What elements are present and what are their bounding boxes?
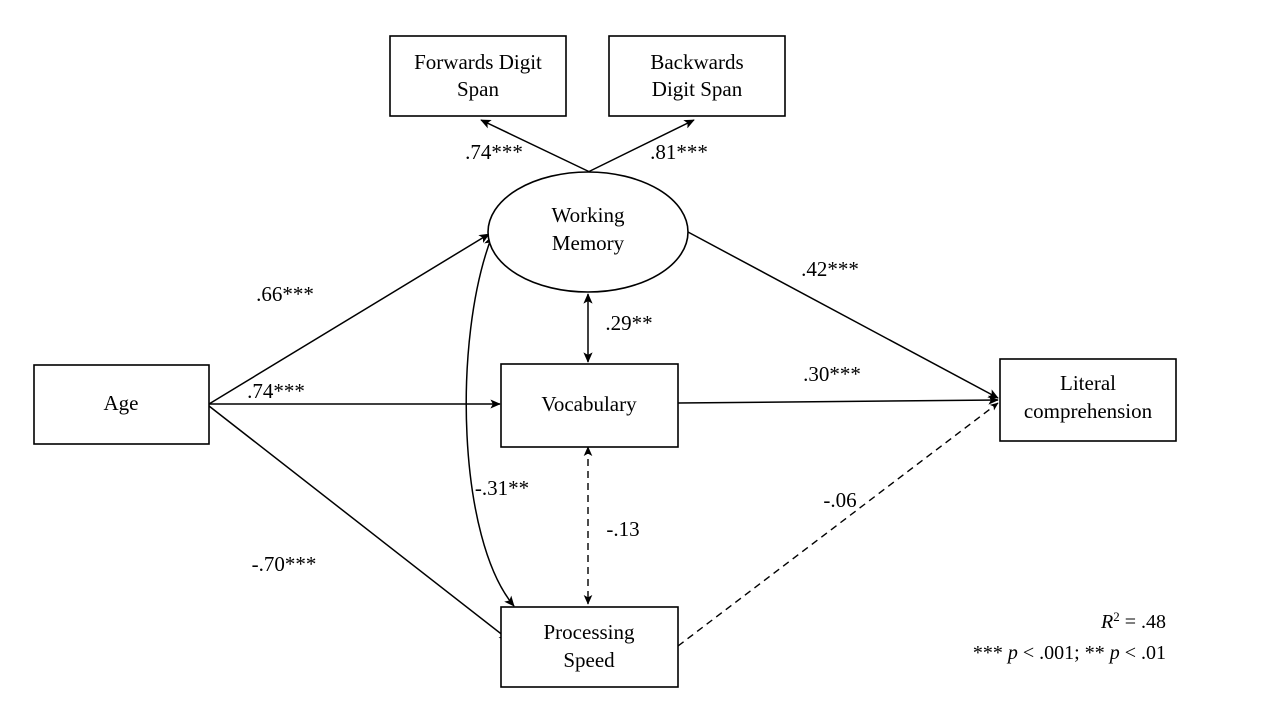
age-label: Age bbox=[104, 391, 139, 415]
node-processing-speed[interactable]: Processing Speed bbox=[500, 606, 679, 688]
forwards-digit-span-label-line2: Span bbox=[457, 77, 500, 101]
coef-wm-to-fds: .74*** bbox=[465, 140, 523, 164]
path-wm-to-lc bbox=[687, 231, 999, 399]
coef-wm-to-bds: .81*** bbox=[650, 140, 708, 164]
sig-rest-1: < .001; ** bbox=[1018, 642, 1110, 664]
literal-comprehension-box[interactable] bbox=[999, 358, 1177, 442]
coef-vocab-to-ps: -.13 bbox=[606, 517, 639, 541]
coef-age-to-vocab: .74*** bbox=[247, 379, 305, 403]
vocabulary-label: Vocabulary bbox=[541, 392, 637, 416]
literal-comprehension-label-line1: Literal bbox=[1060, 371, 1116, 395]
coef-age-to-wm: .66*** bbox=[256, 282, 314, 306]
coef-wm-to-lc: .42*** bbox=[801, 257, 859, 281]
processing-speed-label-line2: Speed bbox=[563, 648, 615, 672]
path-wm-to-fds bbox=[480, 119, 595, 175]
coef-vocab-to-lc: .30*** bbox=[803, 362, 861, 386]
sig-stars-1: *** bbox=[973, 642, 1008, 664]
processing-speed-label-line1: Processing bbox=[544, 620, 635, 644]
backwards-digit-span-label-line1: Backwards bbox=[650, 50, 743, 74]
forwards-digit-span-label-line1: Forwards Digit bbox=[414, 50, 542, 74]
backwards-digit-span-label-line2: Digit Span bbox=[652, 77, 743, 101]
vocabulary-box[interactable] bbox=[500, 363, 679, 448]
significance-legend: *** p < .001; ** p < .01 bbox=[973, 642, 1166, 664]
r-squared-symbol: R bbox=[1100, 611, 1113, 633]
node-working-memory[interactable]: Working Memory bbox=[487, 171, 689, 293]
coef-wm-to-vocab: .29** bbox=[605, 311, 652, 335]
node-age[interactable]: Age bbox=[33, 364, 210, 445]
node-literal-comprehension[interactable]: Literal comprehension bbox=[999, 358, 1177, 442]
coef-wm-to-ps: -.31** bbox=[475, 476, 529, 500]
sig-rest-2: < .01 bbox=[1120, 642, 1166, 664]
working-memory-ellipse[interactable] bbox=[487, 171, 689, 293]
r-squared-value: = .48 bbox=[1120, 611, 1166, 633]
path-vocab-to-lc bbox=[677, 395, 999, 405]
path-age-to-ps bbox=[208, 405, 510, 641]
working-memory-label-line2: Memory bbox=[552, 231, 625, 255]
r-squared-exponent: 2 bbox=[1113, 609, 1120, 624]
path-wm-to-bds bbox=[583, 119, 695, 175]
path-ps-to-lc bbox=[677, 402, 999, 647]
path-age-to-wm bbox=[208, 233, 490, 405]
path-wm-to-ps bbox=[465, 235, 515, 607]
backwards-digit-span-box[interactable] bbox=[608, 35, 786, 117]
forwards-digit-span-box[interactable] bbox=[389, 35, 567, 117]
sig-p-2: p bbox=[1108, 642, 1120, 664]
sig-p-1: p bbox=[1006, 642, 1018, 664]
age-box[interactable] bbox=[33, 364, 210, 445]
working-memory-label-line1: Working bbox=[552, 203, 625, 227]
r-squared-legend: R2 = .48 bbox=[1100, 609, 1166, 634]
node-vocabulary[interactable]: Vocabulary bbox=[500, 363, 679, 448]
coef-ps-to-lc: -.06 bbox=[823, 488, 856, 512]
coef-age-to-ps: -.70*** bbox=[252, 552, 317, 576]
processing-speed-box[interactable] bbox=[500, 606, 679, 688]
literal-comprehension-label-line2: comprehension bbox=[1024, 399, 1153, 423]
node-forwards-digit-span[interactable]: Forwards Digit Span bbox=[389, 35, 567, 117]
node-backwards-digit-span[interactable]: Backwards Digit Span bbox=[608, 35, 786, 117]
